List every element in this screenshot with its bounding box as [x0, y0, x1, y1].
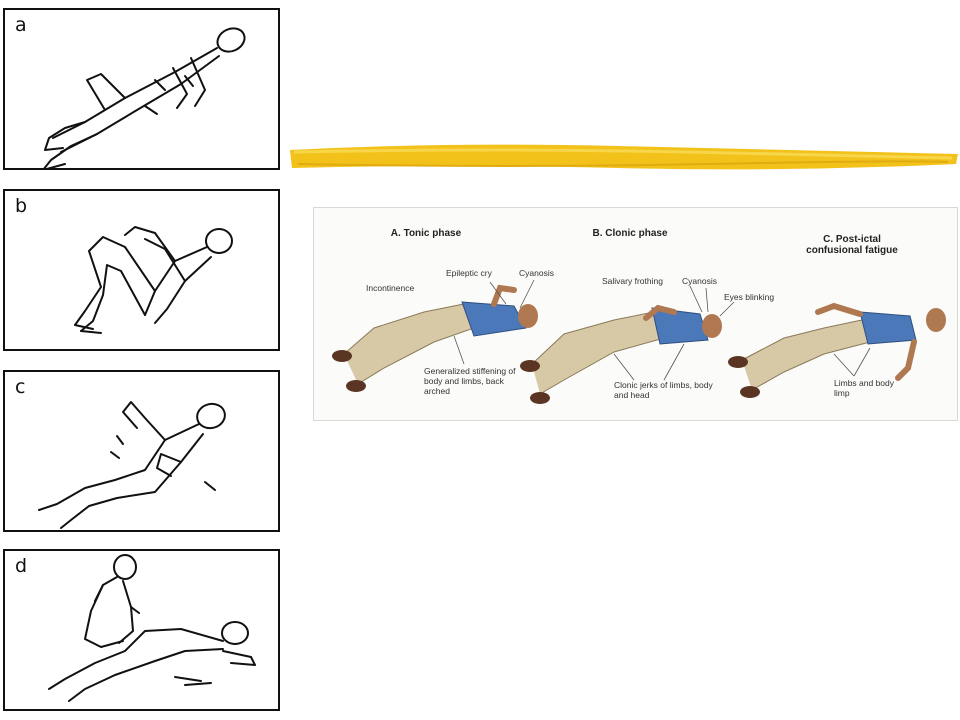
curled-figure-drawing [74, 226, 233, 334]
panel-b: b [3, 189, 280, 351]
panel-letter: d [15, 555, 28, 577]
panel-letter: b [15, 195, 28, 217]
seizure-phases-illustration [332, 279, 946, 404]
tonic-phase-person [332, 284, 538, 392]
clonic-phase-person [520, 304, 722, 404]
convulsing-figure-drawing [38, 401, 226, 529]
label-generalized-stiffening: Generalized stiffening of body and limbs… [424, 366, 516, 396]
post-ictal-phase-title: C. Post-ictal confusional fatigue [806, 234, 898, 256]
panel-letter: c [15, 376, 26, 398]
seizure-phases-figure: A. Tonic phase B. Clonic phase C. Post-i… [313, 207, 958, 421]
tonic-stiff-figure-drawing [43, 27, 246, 168]
panel-a: a [3, 8, 280, 170]
label-clonic-jerks: Clonic jerks of limbs, body and head [614, 380, 713, 400]
label-limbs-limp: Limbs and body limp [834, 378, 895, 398]
label-cyanosis-tonic: Cyanosis [519, 268, 554, 278]
label-eyes-blinking: Eyes blinking [724, 292, 775, 302]
recovery-position-figure-drawing [48, 554, 256, 702]
label-cyanosis-clonic: Cyanosis [682, 276, 717, 286]
clonic-phase-title: B. Clonic phase [592, 228, 668, 239]
label-incontinence: Incontinence [366, 283, 415, 293]
callout-leader-lines [453, 279, 871, 381]
label-epileptic-cry: Epileptic cry [446, 268, 492, 278]
panel-c: c [3, 370, 280, 532]
label-salivary-frothing: Salivary frothing [602, 276, 663, 286]
yellow-brush-stroke [290, 144, 958, 170]
post-ictal-person [728, 302, 946, 398]
tonic-phase-title: A. Tonic phase [390, 228, 462, 239]
panel-d: d [3, 549, 280, 711]
panel-letter: a [15, 14, 27, 36]
